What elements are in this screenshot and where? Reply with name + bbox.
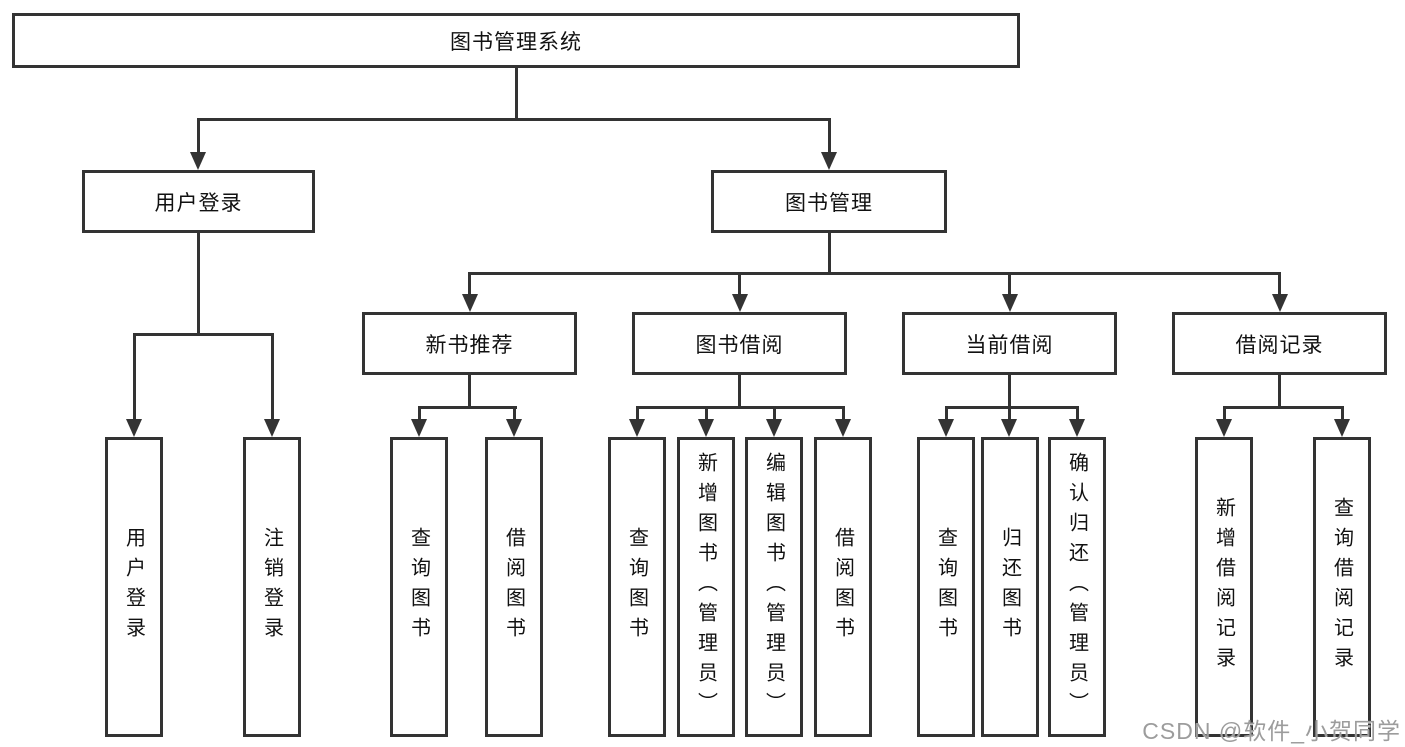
connector-line xyxy=(1076,406,1079,421)
leaf-records-add-record-label: 新增借阅记录 xyxy=(1212,497,1235,677)
arrow-down-icon xyxy=(190,152,206,170)
leaf-user-login: 用户登录 xyxy=(105,437,163,737)
connector-line xyxy=(773,406,776,421)
node-borrow-records-label: 借阅记录 xyxy=(1235,333,1324,357)
csdn-watermark: CSDN @软件_小贺同学 xyxy=(1142,718,1401,744)
node-book-management: 图书管理 xyxy=(711,170,947,233)
node-book-management-label: 图书管理 xyxy=(785,191,873,215)
connector-line xyxy=(945,406,948,421)
arrow-down-icon xyxy=(698,419,714,437)
leaf-records-query-record-label: 查询借阅记录 xyxy=(1330,497,1353,677)
node-user-login: 用户登录 xyxy=(82,170,315,233)
connector-line xyxy=(1008,375,1011,409)
connector-line xyxy=(945,406,1079,409)
connector-line xyxy=(133,333,136,421)
connector-line xyxy=(738,375,741,409)
connector-line xyxy=(468,272,471,296)
arrow-down-icon xyxy=(766,419,782,437)
leaf-recommend-query-books-label: 查询图书 xyxy=(407,527,430,647)
connector-line xyxy=(418,406,517,409)
leaf-borrow-borrow-books: 借阅图书 xyxy=(814,437,872,737)
leaf-logout: 注销登录 xyxy=(243,437,301,737)
leaf-records-query-record: 查询借阅记录 xyxy=(1313,437,1371,737)
leaf-user-login-label: 用户登录 xyxy=(122,527,145,647)
arrow-down-icon xyxy=(411,419,427,437)
leaf-current-query-books: 查询图书 xyxy=(917,437,975,737)
node-root-label: 图书管理系统 xyxy=(450,30,582,54)
node-book-borrow: 图书借阅 xyxy=(632,312,847,375)
arrow-down-icon xyxy=(126,419,142,437)
leaf-current-confirm-return-admin-label: 确认归还（管理员） xyxy=(1065,452,1088,722)
leaf-borrow-edit-books-admin-label: 编辑图书（管理员） xyxy=(762,452,785,722)
connector-line xyxy=(1008,406,1011,421)
connector-line xyxy=(1223,406,1344,409)
connector-line xyxy=(1008,272,1011,296)
node-current-borrow-label: 当前借阅 xyxy=(965,333,1054,357)
arrow-down-icon xyxy=(1334,419,1350,437)
connector-line xyxy=(842,406,845,421)
connector-line xyxy=(418,406,421,421)
leaf-logout-label: 注销登录 xyxy=(260,527,283,647)
leaf-recommend-borrow-books: 借阅图书 xyxy=(485,437,543,737)
arrow-down-icon xyxy=(1001,419,1017,437)
leaf-borrow-add-books-admin-label: 新增图书（管理员） xyxy=(694,452,717,722)
leaf-current-confirm-return-admin: 确认归还（管理员） xyxy=(1048,437,1106,737)
arrow-down-icon xyxy=(821,152,837,170)
node-user-login-label: 用户登录 xyxy=(154,191,243,215)
connector-line xyxy=(469,272,1281,275)
leaf-borrow-query-books: 查询图书 xyxy=(608,437,666,737)
arrow-down-icon xyxy=(462,294,478,312)
connector-line xyxy=(197,233,200,336)
arrow-down-icon xyxy=(1069,419,1085,437)
node-book-borrow-label: 图书借阅 xyxy=(695,333,784,357)
connector-line xyxy=(636,406,639,421)
leaf-recommend-query-books: 查询图书 xyxy=(390,437,448,737)
leaf-current-query-books-label: 查询图书 xyxy=(934,527,957,647)
connector-line xyxy=(515,68,518,121)
connector-line xyxy=(271,333,274,421)
arrow-down-icon xyxy=(1272,294,1288,312)
node-borrow-records: 借阅记录 xyxy=(1172,312,1387,375)
arrow-down-icon xyxy=(732,294,748,312)
arrow-down-icon xyxy=(629,419,645,437)
leaf-borrow-borrow-books-label: 借阅图书 xyxy=(831,527,854,647)
leaf-borrow-edit-books-admin: 编辑图书（管理员） xyxy=(745,437,803,737)
node-new-book-recommend-label: 新书推荐 xyxy=(425,333,514,357)
connector-line xyxy=(828,118,831,154)
connector-line xyxy=(1341,406,1344,421)
arrow-down-icon xyxy=(1216,419,1232,437)
arrow-down-icon xyxy=(938,419,954,437)
connector-line xyxy=(738,272,741,296)
leaf-records-add-record: 新增借阅记录 xyxy=(1195,437,1253,737)
arrow-down-icon xyxy=(264,419,280,437)
connector-line xyxy=(1223,406,1226,421)
node-current-borrow: 当前借阅 xyxy=(902,312,1117,375)
node-new-book-recommend: 新书推荐 xyxy=(362,312,577,375)
connector-line xyxy=(705,406,708,421)
connector-line xyxy=(513,406,516,421)
connector-line xyxy=(468,375,471,409)
leaf-current-return-books: 归还图书 xyxy=(981,437,1039,737)
connector-line xyxy=(828,233,831,275)
connector-line xyxy=(133,333,274,336)
connector-line xyxy=(197,118,831,121)
connector-line xyxy=(1278,375,1281,409)
leaf-recommend-borrow-books-label: 借阅图书 xyxy=(502,527,525,647)
leaf-borrow-add-books-admin: 新增图书（管理员） xyxy=(677,437,735,737)
leaf-borrow-query-books-label: 查询图书 xyxy=(625,527,648,647)
node-root: 图书管理系统 xyxy=(12,13,1020,68)
connector-line xyxy=(636,406,845,409)
connector-line xyxy=(1278,272,1281,296)
connector-line xyxy=(197,118,200,154)
arrow-down-icon xyxy=(835,419,851,437)
leaf-current-return-books-label: 归还图书 xyxy=(998,527,1021,647)
arrow-down-icon xyxy=(1002,294,1018,312)
arrow-down-icon xyxy=(506,419,522,437)
